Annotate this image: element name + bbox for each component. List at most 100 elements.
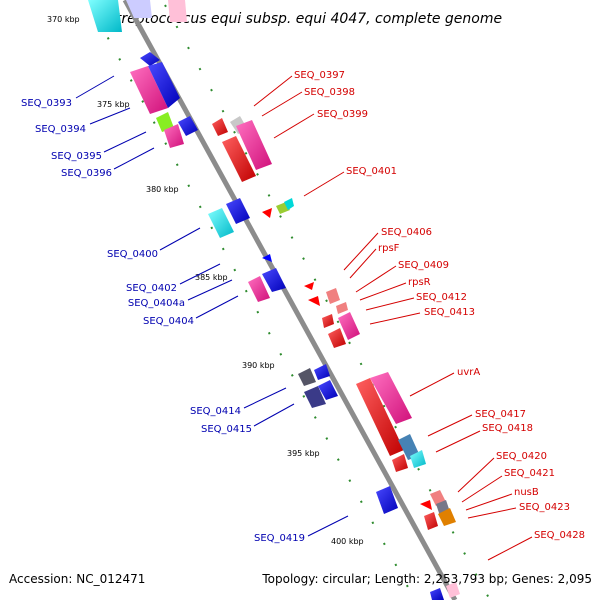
leader-line: [369, 312, 421, 325]
leader-line: [461, 475, 503, 503]
gene-block: [148, 62, 180, 108]
gene-block: [318, 380, 338, 400]
gene-block: [370, 372, 412, 424]
gene-block: [410, 450, 426, 468]
gene-label: SEQ_0419: [254, 533, 305, 544]
leader-line: [365, 297, 415, 311]
gene-block: [140, 52, 160, 66]
gene-label: SEQ_0399: [317, 109, 368, 120]
leader-line: [467, 507, 517, 519]
leader-line: [359, 282, 407, 301]
leader-line: [303, 171, 345, 197]
gene-block: [284, 198, 294, 210]
gene-block: [322, 314, 334, 328]
leader-line: [487, 536, 533, 561]
gene-block: [130, 66, 168, 114]
gene-label: SEQ_0394: [35, 124, 86, 135]
gene-label: SEQ_0397: [294, 70, 345, 81]
gene-label: SEQ_0396: [61, 168, 112, 179]
gene-block: [262, 208, 272, 218]
gene-block: [420, 500, 432, 510]
left-gene-labels: SEQ_0393 SEQ_0394 SEQ_0395 SEQ_0396 SEQ_…: [21, 98, 305, 544]
gene-label: SEQ_0395: [51, 151, 102, 162]
gene-block: [212, 118, 228, 136]
gene-label: SEQ_0409: [398, 260, 449, 271]
leader-line: [307, 515, 349, 537]
leader-line: [261, 91, 303, 117]
leader-line: [355, 265, 397, 293]
leader-line: [187, 279, 233, 301]
kbp-tick-label: 380 kbp: [146, 185, 179, 194]
gene-label: SEQ_0415: [201, 424, 252, 435]
gene-block: [248, 276, 270, 302]
gene-block: [126, 0, 152, 18]
leader-line: [427, 414, 473, 437]
gene-label: nusB: [514, 487, 539, 498]
gene-block: [236, 120, 272, 170]
gene-block: [336, 302, 348, 314]
gene-label: SEQ_0414: [190, 406, 241, 417]
leader-line: [273, 113, 315, 139]
leader-line: [179, 263, 221, 285]
gene-block: [438, 508, 456, 526]
gene-block: [308, 296, 320, 306]
leader-line: [89, 107, 131, 125]
gene-label: SEQ_0428: [534, 530, 585, 541]
gene-label: SEQ_0418: [482, 423, 533, 434]
gene-block: [262, 268, 286, 292]
gene-block: [392, 454, 408, 472]
gene-label: SEQ_0412: [416, 292, 467, 303]
leader-line: [243, 387, 287, 409]
gene-block: [430, 588, 444, 600]
gene-block: [222, 136, 256, 182]
leader-line: [465, 493, 513, 511]
gene-block: [356, 378, 404, 456]
left-leaders: [75, 75, 349, 537]
genome-title: Streptococcus equi subsp. equi 4047, com…: [107, 11, 502, 27]
gene-block: [328, 328, 346, 348]
gene-label: rpsF: [378, 243, 400, 254]
gene-features: [88, 0, 460, 600]
gene-block: [208, 208, 234, 238]
leader-line: [435, 430, 481, 453]
kbp-tick-label: 385 kbp: [195, 273, 228, 282]
gene-label: rpsR: [408, 277, 431, 288]
accession-text: Accession: NC_012471: [9, 572, 146, 586]
leader-line: [457, 457, 495, 493]
gene-block: [304, 386, 326, 408]
gene-label: SEQ_0413: [424, 307, 475, 318]
leader-line: [253, 75, 293, 107]
right-leaders: [253, 75, 533, 561]
gene-block: [446, 582, 460, 598]
kbp-ticks: 370 kbp 375 kbp 380 kbp 385 kbp 390 kbp …: [47, 15, 364, 546]
leader-line: [349, 248, 377, 279]
gene-label: SEQ_0421: [504, 468, 555, 479]
gene-block: [168, 0, 187, 22]
gene-label: SEQ_0398: [304, 87, 355, 98]
gene-block: [304, 282, 314, 290]
leader-line: [343, 232, 379, 271]
gene-block: [314, 364, 330, 380]
leader-line: [195, 295, 239, 319]
topology-text: Topology: circular; Length: 2,253,793 bp…: [262, 572, 592, 586]
gene-label: SEQ_0423: [519, 502, 570, 513]
leader-line: [113, 147, 155, 170]
gene-block: [226, 198, 250, 224]
leader-line: [103, 131, 147, 153]
gene-block: [398, 434, 420, 460]
leader-line: [409, 372, 455, 397]
leader-line: [75, 75, 115, 99]
gene-block: [298, 368, 316, 386]
gene-block: [156, 112, 174, 132]
gene-label: SEQ_0393: [21, 98, 72, 109]
kbp-tick-label: 400 kbp: [331, 537, 364, 546]
kbp-tick-label: 395 kbp: [287, 449, 320, 458]
kbp-tick-label: 375 kbp: [97, 100, 130, 109]
right-gene-labels: SEQ_0397 SEQ_0398 SEQ_0399 SEQ_0401 SEQ_…: [294, 70, 585, 541]
gene-block: [376, 486, 398, 514]
gene-label: uvrA: [457, 367, 480, 378]
gene-block: [178, 116, 198, 136]
gene-block: [326, 288, 340, 304]
leader-line: [159, 227, 201, 251]
